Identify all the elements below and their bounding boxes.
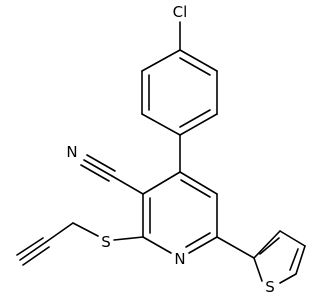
bond xyxy=(111,175,144,195)
triple-bond xyxy=(16,237,44,256)
propargyl-thioether xyxy=(16,222,144,266)
bond xyxy=(188,236,218,254)
bond xyxy=(142,236,172,254)
bond xyxy=(141,113,181,136)
triple-bond xyxy=(86,154,116,172)
bond xyxy=(142,171,181,195)
bond xyxy=(45,222,74,243)
triple-bond xyxy=(19,241,47,261)
thiophene-sulfur-label: S xyxy=(265,278,275,296)
bond xyxy=(179,113,218,136)
double-bond xyxy=(259,237,280,255)
nitrile-group xyxy=(80,154,144,195)
bond xyxy=(179,49,218,72)
bond xyxy=(179,171,218,195)
triple-bond xyxy=(83,159,113,177)
bond xyxy=(72,222,99,237)
bond-pyridine-thiophene xyxy=(216,236,255,259)
bond xyxy=(253,230,281,259)
pyridine-nitrogen-label: N xyxy=(174,250,185,268)
double-bond xyxy=(179,57,211,76)
bond xyxy=(279,273,297,284)
chlorophenyl-ring xyxy=(141,49,218,136)
triple-bond xyxy=(80,164,110,182)
triple-bond xyxy=(22,246,50,266)
double-bond xyxy=(289,248,299,271)
double-bond xyxy=(185,232,211,248)
double-bond xyxy=(180,179,211,198)
bond xyxy=(253,257,263,282)
bond xyxy=(113,236,144,241)
pyridine-ring xyxy=(142,171,218,254)
bond xyxy=(295,245,306,275)
bond xyxy=(141,49,181,72)
double-bond xyxy=(179,109,211,128)
thioether-sulfur-label: S xyxy=(101,233,111,251)
nitrile-nitrogen-label: N xyxy=(66,143,77,161)
bond xyxy=(279,230,306,247)
thiophene-ring xyxy=(253,230,306,284)
chlorine-atom-label: Cl xyxy=(173,3,188,21)
